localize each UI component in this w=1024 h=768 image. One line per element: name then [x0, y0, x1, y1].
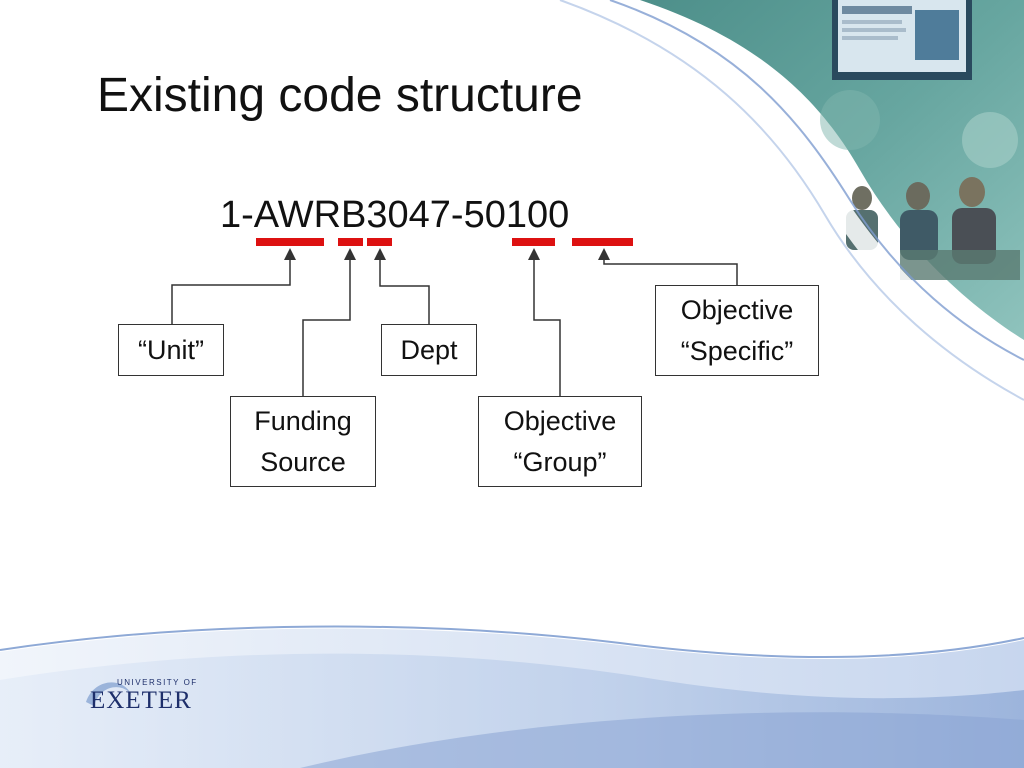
bottom-wave-decoration	[0, 625, 1024, 768]
underline-funding-source	[338, 238, 363, 246]
box-objective-specific: Objective “Specific”	[655, 285, 819, 376]
box-objective-specific-line1: Objective	[680, 294, 794, 325]
box-funding-source-line2: Source	[260, 446, 346, 477]
box-funding-source-line1: Funding	[254, 405, 352, 436]
box-objective-group-line1: Objective	[503, 405, 617, 436]
underline-unit	[256, 238, 324, 246]
box-dept: Dept	[381, 324, 477, 376]
box-objective-specific-line2: “Specific”	[680, 335, 794, 366]
connector-objective-group	[528, 248, 561, 396]
code-string: 1-AWRB3047-50100	[220, 194, 570, 236]
university-logo: UNIVERSITY OF EXETER	[84, 672, 214, 722]
page-title: Existing code structure	[97, 69, 583, 122]
box-dept-label: Dept	[400, 334, 458, 365]
connector-dept	[374, 248, 430, 324]
box-objective-group: Objective “Group”	[478, 396, 642, 487]
logo-small-text: UNIVERSITY OF	[117, 678, 198, 687]
box-unit: “Unit”	[118, 324, 224, 376]
connector-unit	[171, 248, 296, 324]
connector-funding-source	[302, 248, 356, 396]
logo-big-text: EXETER	[90, 687, 192, 714]
box-unit-label: “Unit”	[138, 334, 204, 365]
photo-background	[640, 0, 1024, 340]
underline-dept	[367, 238, 392, 246]
box-funding-source: Funding Source	[230, 396, 376, 487]
logo-swoosh-icon	[86, 682, 132, 706]
underline-objective-group	[512, 238, 555, 246]
box-objective-group-line2: “Group”	[513, 446, 607, 477]
connector-objective-specific	[598, 248, 738, 285]
underline-objective-specific	[572, 238, 633, 246]
